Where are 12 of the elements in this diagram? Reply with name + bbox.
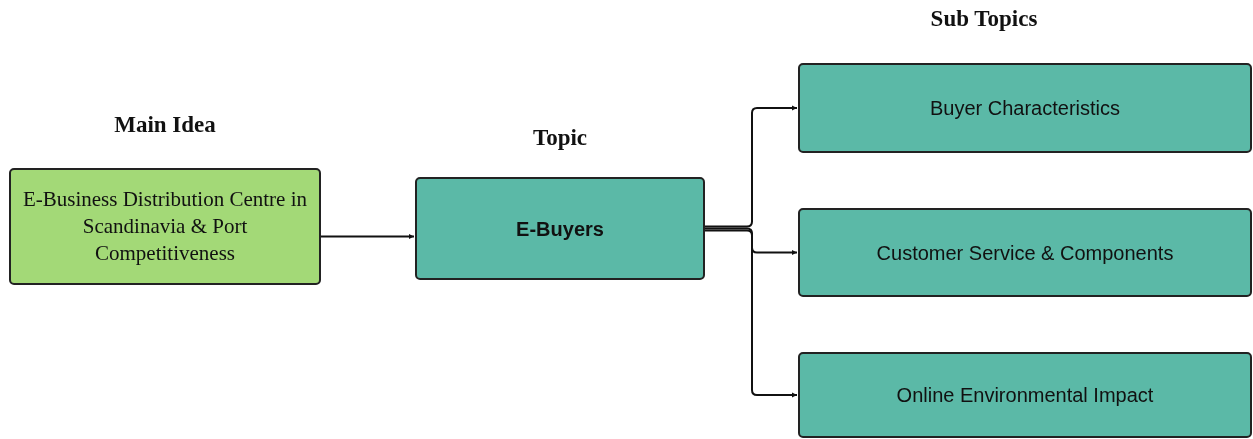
box-label: Customer Service & Components: [876, 240, 1174, 266]
heading: Topic: [532, 125, 588, 151]
heading: Sub Topics: [930, 6, 1038, 32]
box-label: Buyer Characteristics: [929, 96, 1121, 121]
arrow: [704, 227, 798, 255]
heading: Main Idea: [114, 112, 216, 138]
box-label: E-Business Distribution Centre in Scandinavia & Port Competitiveness: [21, 185, 309, 268]
box-label: Online Environmental Impact: [896, 383, 1154, 408]
arrow: [704, 229, 798, 398]
arrow: [704, 105, 798, 228]
arrow: [320, 234, 415, 239]
box-label: E-Buyers: [516, 216, 604, 242]
